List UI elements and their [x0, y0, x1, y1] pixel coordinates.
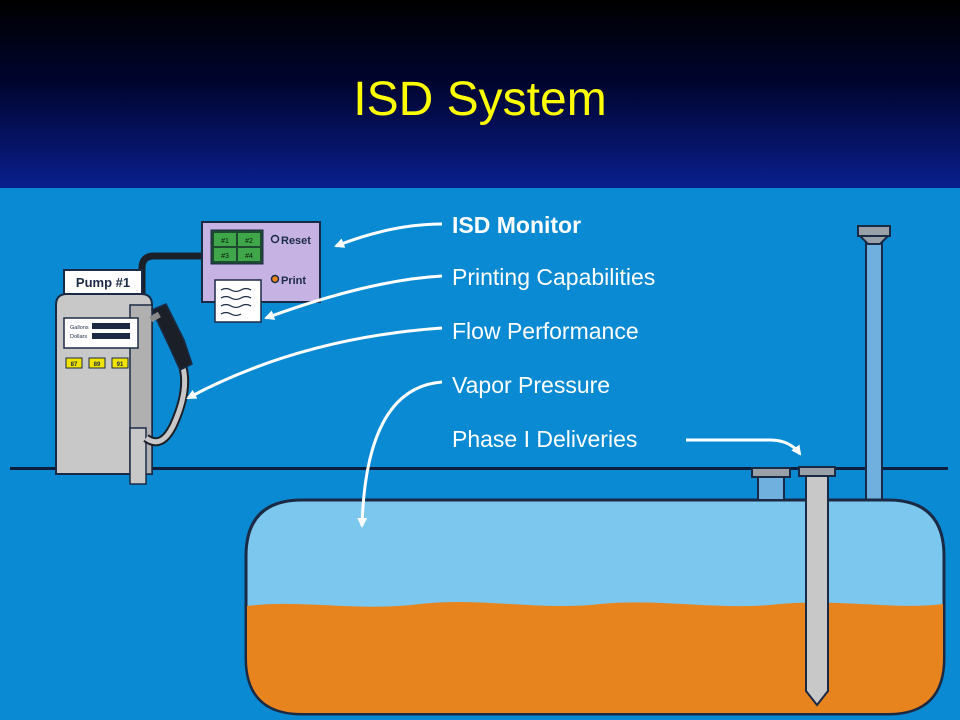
pump-sign-label: Pump #1 [76, 275, 130, 290]
tank-fill-port [751, 467, 791, 501]
grade-label-87: 87 [71, 362, 78, 368]
print-indicator-icon [270, 274, 280, 284]
pump-display-dollars: Dollars [70, 334, 87, 340]
monitor-reset-label: Reset [281, 235, 311, 247]
title-banner: ISD System [0, 0, 960, 188]
callout-arrows [186, 222, 802, 528]
drop-tube [798, 466, 836, 707]
pump-sign: Pump #1 [63, 269, 143, 295]
grade-button-91 [111, 357, 129, 369]
storage-tank [244, 498, 946, 716]
pump-display-gallons: Gallons [70, 325, 89, 331]
monitor-channel-3: #3 [221, 253, 229, 260]
slide-title: ISD System [353, 73, 607, 126]
ground-line [10, 467, 948, 470]
isd-monitor-unit: #1 #2 #3 #4 Reset Print [201, 221, 321, 323]
printout-lines [220, 287, 252, 317]
label-printing-capabilities: Printing Capabilities [452, 264, 655, 290]
monitor-print-label: Print [281, 275, 306, 287]
fuel-nozzle [149, 303, 193, 372]
label-flow-performance: Flow Performance [452, 318, 639, 344]
arrow-flow-performance [186, 326, 443, 400]
label-vapor-pressure: Vapor Pressure [452, 372, 610, 398]
arrow-isd-monitor [334, 222, 443, 248]
isd-system-diagram: #1 #2 #3 #4 Reset Print Pump #1 [0, 188, 960, 720]
arrow-phase-i-deliveries [686, 438, 802, 456]
fuel-dispenser: Gallons Dollars 87 89 91 [55, 293, 153, 485]
diagram-canvas: #1 #2 #3 #4 Reset Print Pump #1 [0, 188, 960, 720]
tank-liquid [247, 601, 943, 713]
label-phase-i-deliveries: Phase I Deliveries [452, 426, 637, 452]
arrow-vapor-pressure [357, 380, 443, 528]
grade-label-89: 89 [94, 362, 101, 368]
arrow-printing-capabilities [264, 274, 443, 320]
grade-button-87 [65, 357, 83, 369]
label-isd-monitor: ISD Monitor [452, 212, 581, 238]
grade-button-89 [88, 357, 106, 369]
monitor-conduit [138, 252, 202, 300]
vent-pipe [857, 225, 891, 503]
grade-label-91: 91 [117, 362, 124, 368]
monitor-channel-4: #4 [245, 253, 253, 260]
monitor-channel-1: #1 [221, 238, 229, 245]
reset-indicator-icon [270, 234, 280, 244]
monitor-channel-2: #2 [245, 238, 253, 245]
pump-hose-highlight [144, 363, 188, 445]
